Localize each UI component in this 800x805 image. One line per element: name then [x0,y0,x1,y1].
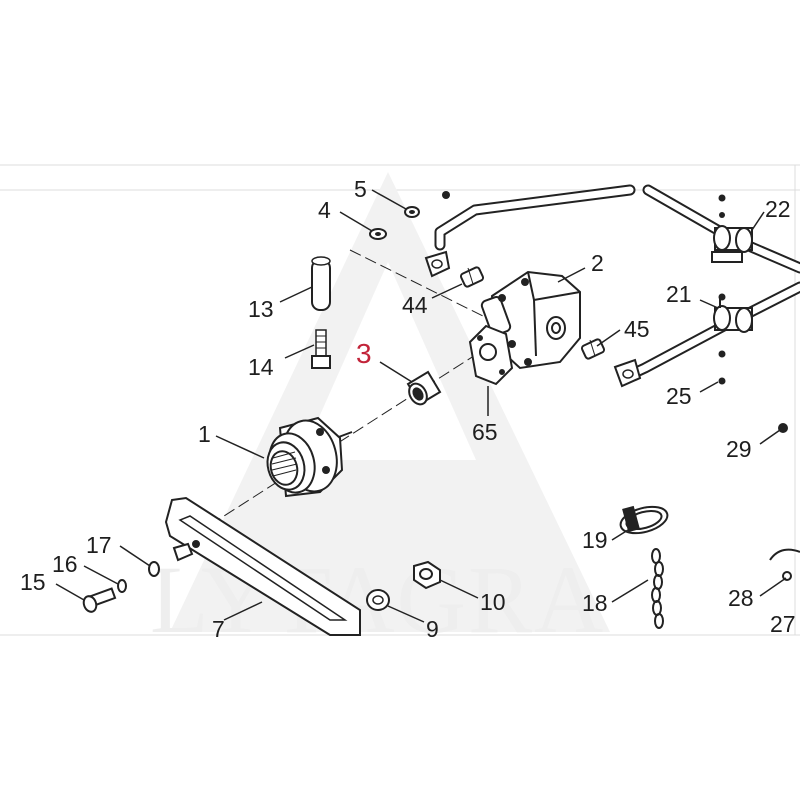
part-bolt[interactable] [311,329,331,369]
watermark: LYTAGRA [150,172,610,653]
callout-3-highlighted[interactable]: 3 [356,338,372,369]
part-chain[interactable] [651,548,664,629]
callout-9[interactable]: 9 [426,616,439,642]
callout-labels: 2 5 4 13 14 3 44 45 65 1 21 22 25 29 19 … [20,176,796,642]
callout-17[interactable]: 17 [86,532,112,558]
callout-14[interactable]: 14 [248,354,274,380]
part-washer-9[interactable] [366,589,390,611]
callout-18[interactable]: 18 [582,590,608,616]
callout-22[interactable]: 22 [765,196,791,222]
pipe-fitting-top[interactable] [424,250,451,278]
part-wrench[interactable] [164,496,361,636]
part-nut[interactable] [413,560,441,590]
diagram-frame [0,164,800,636]
callout-10[interactable]: 10 [480,589,506,615]
part-lock-washer[interactable] [117,579,127,593]
part-pipe-clamp-21[interactable] [713,296,753,333]
clamp-bolts [718,194,726,385]
part-coupling-sleeve[interactable] [406,370,442,408]
part-bolt-29[interactable] [778,423,788,433]
part-hub[interactable] [262,414,353,498]
part-27-28-partial[interactable] [769,548,800,581]
callout-44[interactable]: 44 [402,292,428,318]
part-flange[interactable] [468,324,514,386]
part-washer-4[interactable] [369,228,387,240]
callout-45[interactable]: 45 [624,316,650,342]
assembly-axis-lines [209,249,496,526]
callout-2[interactable]: 2 [591,250,604,276]
callout-65[interactable]: 65 [472,419,498,445]
leader-lines [55,189,787,623]
callout-19[interactable]: 19 [582,527,608,553]
callout-25[interactable]: 25 [666,383,692,409]
part-adapter-44[interactable] [459,266,485,288]
pipe-fitting-right[interactable] [613,358,642,388]
callout-28[interactable]: 28 [728,585,754,611]
callout-1[interactable]: 1 [198,421,211,447]
callout-29[interactable]: 29 [726,436,752,462]
callout-16[interactable]: 16 [52,551,78,577]
callout-5[interactable]: 5 [354,176,367,202]
part-hose-clip[interactable] [618,502,671,538]
part-pin[interactable] [311,256,331,311]
callout-21[interactable]: 21 [666,281,692,307]
part-pipe-clamp-22[interactable] [711,225,753,263]
callout-27[interactable]: 27 [770,611,796,637]
callout-4[interactable]: 4 [318,197,331,223]
part-washer-5[interactable] [404,206,420,218]
part-adapter-45[interactable] [580,338,606,360]
part-small-bolt[interactable] [82,587,117,614]
callout-13[interactable]: 13 [248,296,274,322]
callout-15[interactable]: 15 [20,569,46,595]
callout-7[interactable]: 7 [212,616,225,642]
part-washer-17[interactable] [148,561,160,577]
